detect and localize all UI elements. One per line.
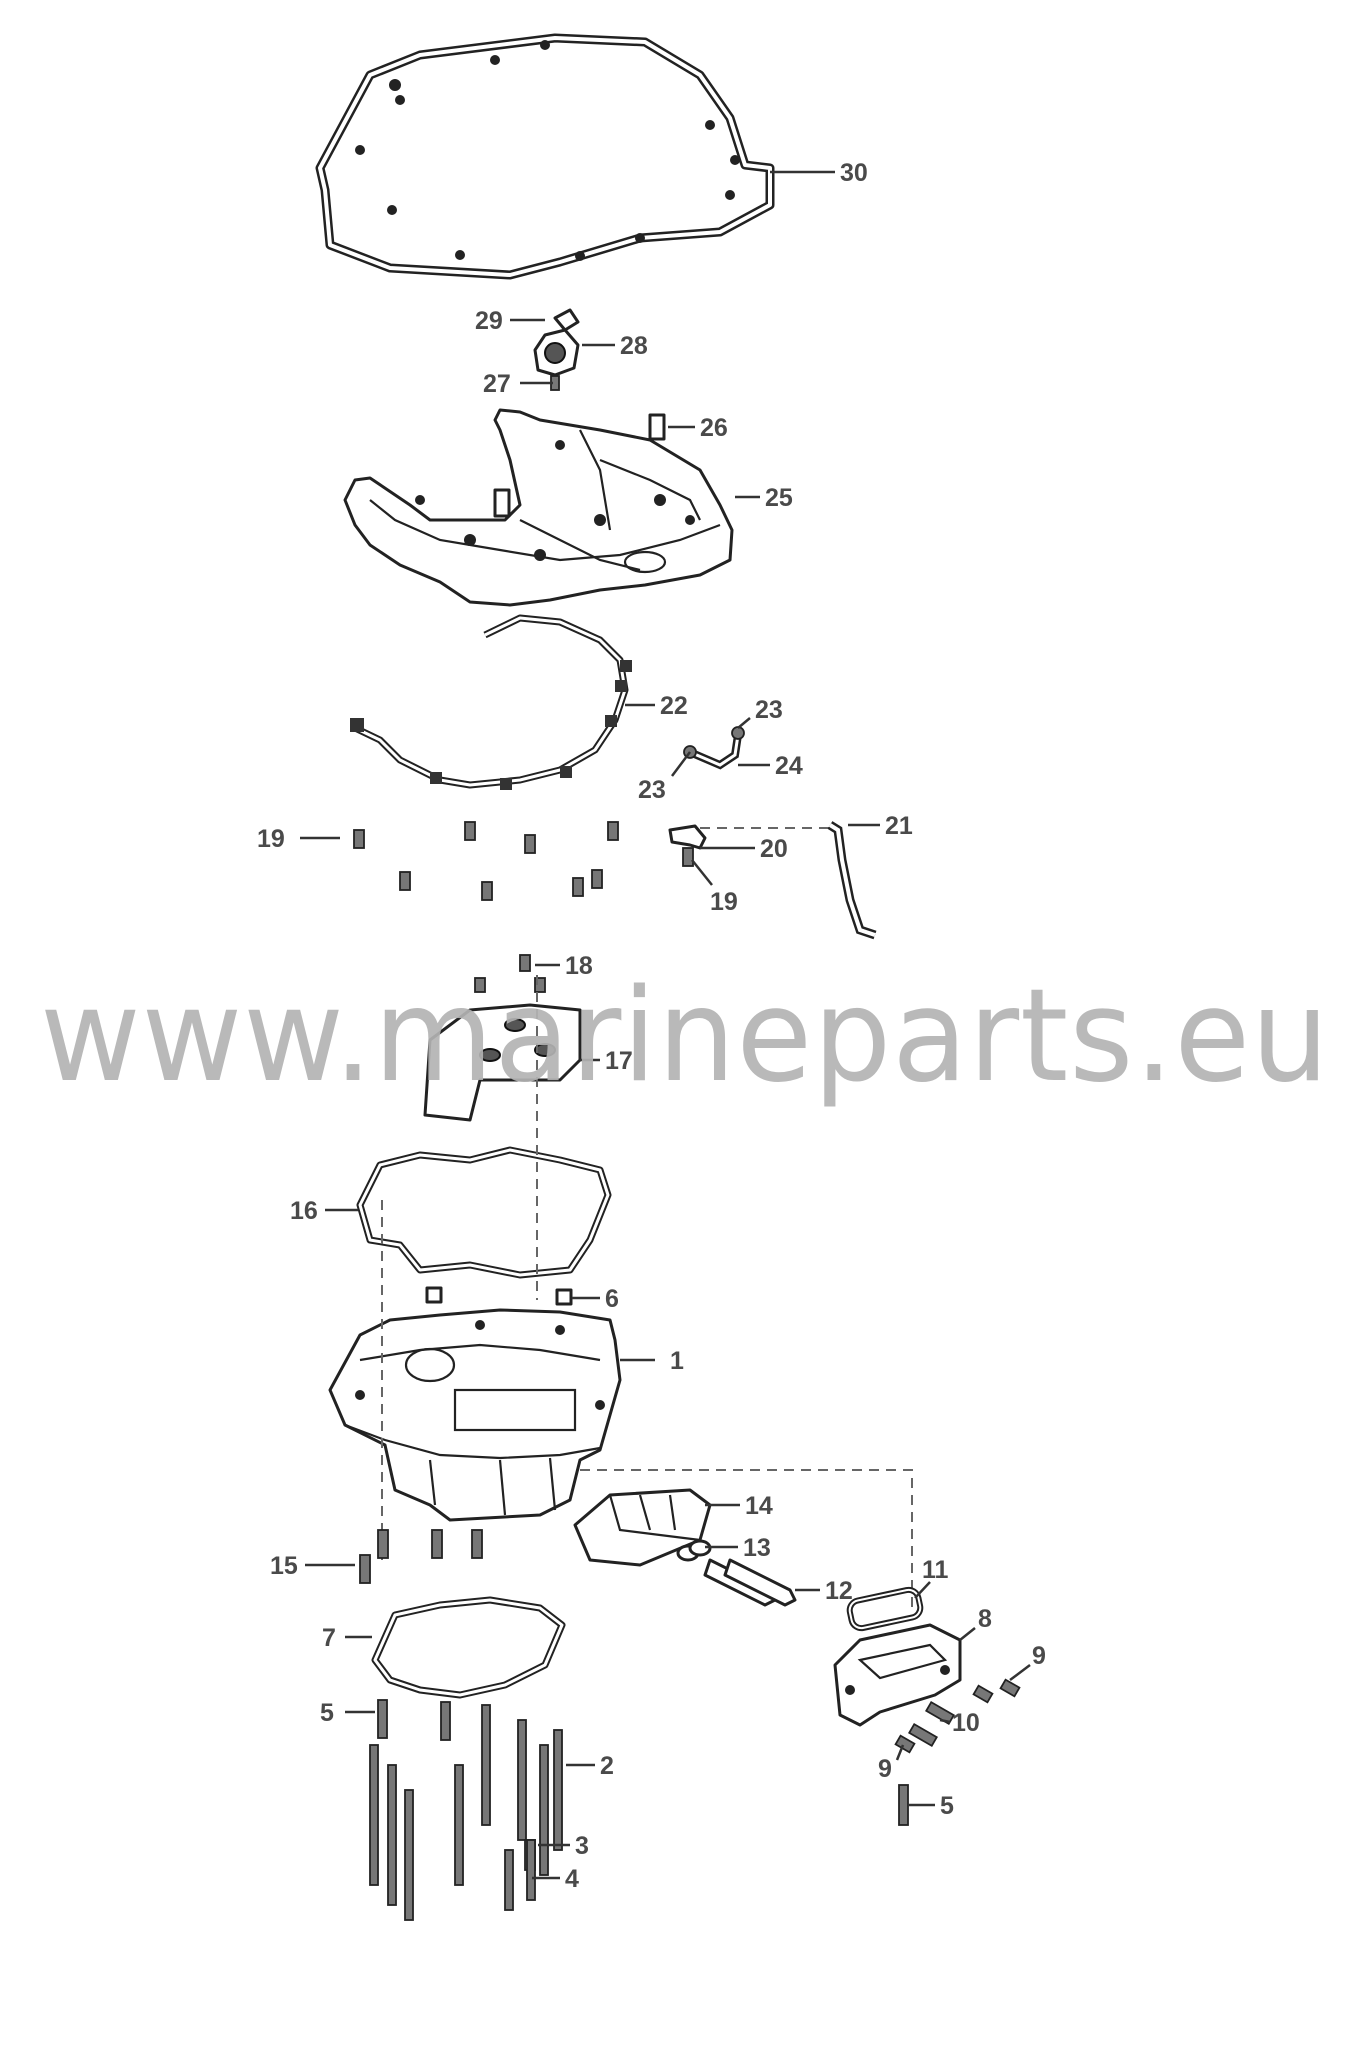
part-2-long-bolts: [369, 1704, 563, 1921]
leader-lines: [300, 170, 1031, 1880]
part-19-bolts: [353, 821, 694, 901]
part-16-gasket: [356, 1146, 612, 1279]
callout-30: 30: [840, 159, 868, 187]
callout-9-right: 9: [1032, 1642, 1046, 1670]
callout-11: 11: [922, 1556, 949, 1584]
callout-2: 2: [600, 1752, 614, 1780]
callout-27: 27: [483, 370, 511, 398]
callout-22: 22: [660, 692, 688, 720]
part-11-seal: [846, 1586, 924, 1632]
callout-5-left: 5: [320, 1699, 334, 1727]
callout-1: 1: [670, 1347, 684, 1375]
callout-17: 17: [605, 1047, 633, 1075]
part-12-bolts: [703, 1558, 797, 1607]
callout-29: 29: [475, 307, 503, 335]
part-4-bolts: [504, 1839, 536, 1911]
callout-18: 18: [565, 952, 593, 980]
part-14-filter: [573, 1488, 712, 1567]
callout-23-lower: 23: [638, 776, 666, 804]
plug-small: [425, 1286, 443, 1304]
part-18-screws: [474, 954, 546, 993]
part-26-plug: [648, 413, 666, 441]
callout-26: 26: [700, 414, 728, 442]
callout-13: 13: [743, 1534, 771, 1562]
callout-23-upper: 23: [755, 696, 783, 724]
part-25-bracket: [343, 408, 734, 607]
dashed-alignment-lines: [381, 975, 913, 1610]
watermark: www.marineparts.eu: [40, 962, 1330, 1111]
part-29-clip: [553, 308, 580, 332]
callout-19-right: 19: [710, 888, 738, 916]
callout-14: 14: [745, 1492, 773, 1520]
callout-28: 28: [620, 332, 648, 360]
callout-labels: 30 29 28 27 26 25 22 23 23 24 19 20 19 2…: [257, 159, 1046, 1893]
part-15-bolts: [359, 1529, 483, 1584]
callout-25: 25: [765, 484, 793, 512]
callout-3: 3: [575, 1832, 589, 1860]
part-6-plug: [555, 1288, 573, 1306]
part-17-heat-shield: [423, 1003, 582, 1122]
part-10-studs: [908, 1700, 955, 1748]
part-30-cover-gasket: [315, 33, 775, 280]
callout-24: 24: [775, 752, 803, 780]
part-8-filter-housing: [833, 1623, 962, 1727]
callout-15: 15: [270, 1552, 298, 1580]
part-22-wire-harness: [350, 614, 632, 790]
callout-8: 8: [978, 1605, 992, 1633]
part-28-fitting: [533, 328, 580, 377]
callout-12: 12: [825, 1577, 853, 1605]
callout-4: 4: [565, 1865, 579, 1893]
callout-9-lower: 9: [878, 1755, 892, 1783]
part-20-fitting: [668, 824, 707, 850]
callout-16: 16: [290, 1197, 318, 1225]
part-1-oil-pan: [328, 1308, 622, 1522]
callout-19-left: 19: [257, 825, 285, 853]
callout-21: 21: [885, 812, 913, 840]
callout-20: 20: [760, 835, 788, 863]
callout-7: 7: [322, 1624, 336, 1652]
part-5-bolts: [377, 1699, 909, 1826]
part-24-hose: [683, 726, 745, 770]
part-7-gasket: [371, 1596, 566, 1699]
callout-6: 6: [605, 1285, 619, 1313]
callout-10: 10: [952, 1709, 980, 1737]
part-21-tube: [827, 821, 877, 940]
callout-5-right: 5: [940, 1792, 954, 1820]
